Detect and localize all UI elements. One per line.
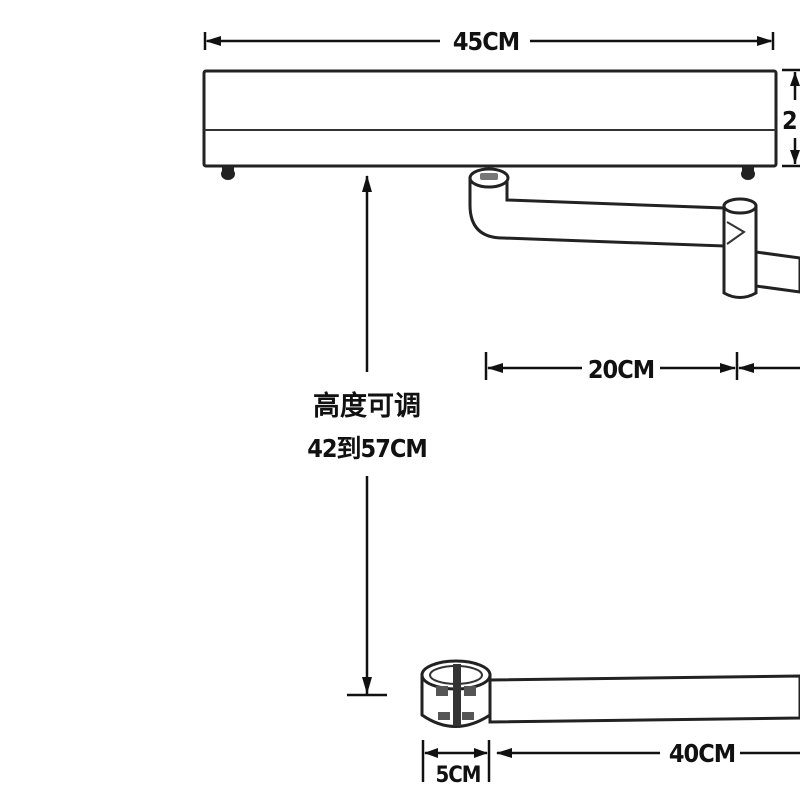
segment-arrow-left bbox=[487, 363, 503, 373]
clamp-width-label: 5CM bbox=[436, 763, 481, 788]
tray-outline bbox=[202, 69, 778, 168]
arm-segment-dimension: 20CM bbox=[484, 352, 800, 384]
height-arrow-bottom bbox=[362, 677, 372, 694]
swing-joint-knuckle bbox=[726, 221, 746, 245]
upper-arm-cap-slot bbox=[480, 173, 498, 180]
base-arm-dimension: 40CM bbox=[496, 739, 800, 768]
arm-segment-label: 20CM bbox=[588, 355, 654, 384]
tray-width-label: 45CM bbox=[453, 27, 519, 56]
clamp-width-dimension: 5CM bbox=[421, 740, 491, 788]
thickness-arrow-top bbox=[790, 72, 800, 86]
clamp-screw-left bbox=[436, 686, 448, 696]
tray-foot-left-stem bbox=[222, 166, 234, 172]
height-adjust-range: 42到57CM bbox=[307, 434, 427, 463]
height-adjust-title: 高度可调 bbox=[313, 390, 421, 422]
clamp-bolt bbox=[453, 664, 461, 726]
swing-joint-body bbox=[722, 204, 758, 299]
upper-swing-arm bbox=[468, 167, 800, 299]
clamp-screw-right bbox=[464, 686, 476, 696]
swing-joint-cap bbox=[722, 197, 758, 215]
base-arm-length-label: 40CM bbox=[669, 739, 735, 768]
tray-foot-right-stem bbox=[742, 166, 754, 172]
clamp-screw-lower-right bbox=[462, 712, 474, 720]
height-adjust-dimension: 高度可调 42到57CM bbox=[307, 175, 428, 697]
tray-width-dimension: 45CM bbox=[203, 27, 775, 56]
base-arm-tube bbox=[488, 674, 800, 724]
clamp-arrow-right bbox=[474, 748, 488, 758]
clamp-screw-lower-left bbox=[438, 712, 450, 720]
swing-arm-extension bbox=[754, 250, 800, 294]
base-clamp-assembly bbox=[420, 659, 800, 728]
width-arrow-right bbox=[757, 36, 773, 46]
width-arrow-left bbox=[205, 36, 221, 46]
clamp-arrow-left bbox=[424, 748, 438, 758]
tray-thickness-dimension: 2 bbox=[782, 68, 800, 168]
segment-next-arrow bbox=[738, 363, 754, 373]
tray-board bbox=[202, 69, 778, 180]
tray-height-label: 2 bbox=[782, 106, 797, 135]
height-arrow-top bbox=[362, 175, 372, 192]
thickness-arrow-bottom bbox=[790, 150, 800, 164]
base-arm-arrow-left bbox=[496, 748, 512, 758]
segment-arrow-right bbox=[720, 363, 736, 373]
upper-arm-tube bbox=[468, 176, 726, 248]
